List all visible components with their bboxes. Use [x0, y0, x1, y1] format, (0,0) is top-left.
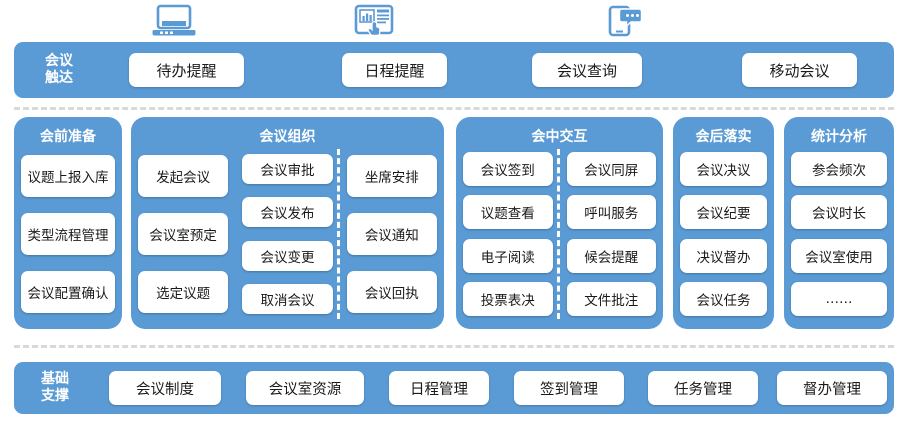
foundation-support-label: 基础 支撑	[41, 371, 69, 404]
cell-meeting-publish[interactable]: 会议发布	[242, 197, 333, 228]
cell-meeting-receipt[interactable]: 会议回执	[346, 271, 437, 313]
cell-screen-sharing[interactable]: 会议同屏	[566, 151, 656, 186]
panel-column: 议题上报入库 类型流程管理 会议配置确认	[14, 147, 122, 321]
cell-meeting-notification[interactable]: 会议通知	[346, 213, 437, 255]
mobile-message-icon	[596, 2, 652, 40]
cell-meeting-duration[interactable]: 会议时长	[791, 195, 887, 230]
cell-more-ellipsis[interactable]: ……	[791, 282, 887, 317]
support-item-schedule-management[interactable]: 日程管理	[389, 371, 489, 405]
panel-column: 参会频次 会议时长 会议室使用 ……	[784, 147, 894, 321]
meeting-touchpoint-band: 会议 触达 待办提醒 日程提醒 会议查询 移动会议	[14, 42, 894, 98]
cell-meeting-room-booking[interactable]: 会议室预定	[138, 213, 229, 255]
icon-strip	[0, 0, 908, 42]
panel-title-meeting-organization: 会议组织	[259, 129, 316, 145]
laptop-icon	[146, 2, 202, 40]
divider-upper	[14, 107, 894, 110]
cell-resolution-supervision[interactable]: 决议督办	[680, 238, 767, 273]
cell-seating-arrangement[interactable]: 坐席安排	[346, 155, 437, 197]
cell-select-topic[interactable]: 选定议题	[138, 271, 229, 313]
support-item-supervision-management[interactable]: 督办管理	[777, 371, 887, 405]
cell-meeting-config-confirm[interactable]: 会议配置确认	[21, 271, 115, 313]
panel-statistical-analysis: 统计分析 参会频次 会议时长 会议室使用 ……	[784, 117, 894, 329]
support-item-meeting-room-resource[interactable]: 会议室资源	[246, 371, 364, 405]
cell-topic-report-entry[interactable]: 议题上报入库	[21, 155, 115, 197]
cell-electronic-reading[interactable]: 电子阅读	[463, 238, 553, 273]
panel-column: 会议同屏 呼叫服务 候会提醒 文件批注	[560, 147, 664, 321]
cell-meeting-minutes[interactable]: 会议纪要	[680, 195, 767, 230]
panel-post-meeting-implementation: 会后落实 会议决议 会议纪要 决议督办 会议任务	[673, 117, 774, 329]
tablet-chart-touch-icon	[346, 2, 402, 40]
panel-pre-meeting-preparation: 会前准备 议题上报入库 类型流程管理 会议配置确认	[14, 117, 122, 329]
panel-in-meeting-interaction: 会中交互 会议签到 议题查看 电子阅读 投票表决 会议同屏 呼叫服务 候会提醒 …	[456, 117, 663, 329]
cell-vote-resolution[interactable]: 投票表决	[463, 282, 553, 317]
cell-meeting-resolution[interactable]: 会议决议	[680, 151, 767, 186]
meeting-touchpoint-label: 会议 触达	[45, 53, 73, 86]
cell-meeting-approval[interactable]: 会议审批	[242, 153, 333, 184]
panel-title-in-meeting-interaction: 会中交互	[531, 129, 588, 145]
panel-column: 会议决议 会议纪要 决议督办 会议任务	[673, 147, 774, 321]
cell-cancel-meeting[interactable]: 取消会议	[242, 284, 333, 315]
panel-title-post-meeting-implementation: 会后落实	[695, 129, 752, 145]
divider-lower	[14, 345, 894, 348]
touchpoint-item-schedule-reminder[interactable]: 日程提醒	[342, 53, 447, 87]
cell-waiting-reminder[interactable]: 候会提醒	[566, 238, 656, 273]
touchpoint-item-todo-reminder[interactable]: 待办提醒	[129, 53, 244, 87]
cell-initiate-meeting[interactable]: 发起会议	[138, 155, 229, 197]
foundation-support-band: 基础 支撑 会议制度 会议室资源 日程管理 签到管理 任务管理 督办管理	[14, 362, 894, 414]
cell-document-annotation[interactable]: 文件批注	[566, 282, 656, 317]
support-item-task-management[interactable]: 任务管理	[648, 371, 758, 405]
cell-meeting-change[interactable]: 会议变更	[242, 240, 333, 271]
panel-title-statistical-analysis: 统计分析	[811, 129, 867, 145]
touchpoint-item-mobile-meeting[interactable]: 移动会议	[742, 53, 857, 87]
panel-title-pre-meeting-preparation: 会前准备	[40, 129, 96, 145]
support-item-checkin-management[interactable]: 签到管理	[514, 371, 624, 405]
cell-call-service[interactable]: 呼叫服务	[566, 195, 656, 230]
panel-column: 发起会议 会议室预定 选定议题	[131, 147, 235, 321]
cell-topic-view[interactable]: 议题查看	[463, 195, 553, 230]
cell-type-process-management[interactable]: 类型流程管理	[21, 213, 115, 255]
cell-meeting-room-usage[interactable]: 会议室使用	[791, 238, 887, 273]
panel-column: 坐席安排 会议通知 会议回执	[340, 147, 444, 321]
cell-attendance-frequency[interactable]: 参会频次	[791, 151, 887, 186]
panel-column: 会议签到 议题查看 电子阅读 投票表决	[456, 147, 560, 321]
cell-meeting-task[interactable]: 会议任务	[680, 282, 767, 317]
touchpoint-item-meeting-query[interactable]: 会议查询	[532, 53, 642, 87]
panel-meeting-organization: 会议组织 发起会议 会议室预定 选定议题 会议审批 会议发布 会议变更 取消会议…	[131, 117, 444, 329]
panel-column: 会议审批 会议发布 会议变更 取消会议	[235, 147, 340, 321]
cell-meeting-check-in[interactable]: 会议签到	[463, 151, 553, 186]
support-item-meeting-system[interactable]: 会议制度	[109, 371, 221, 405]
